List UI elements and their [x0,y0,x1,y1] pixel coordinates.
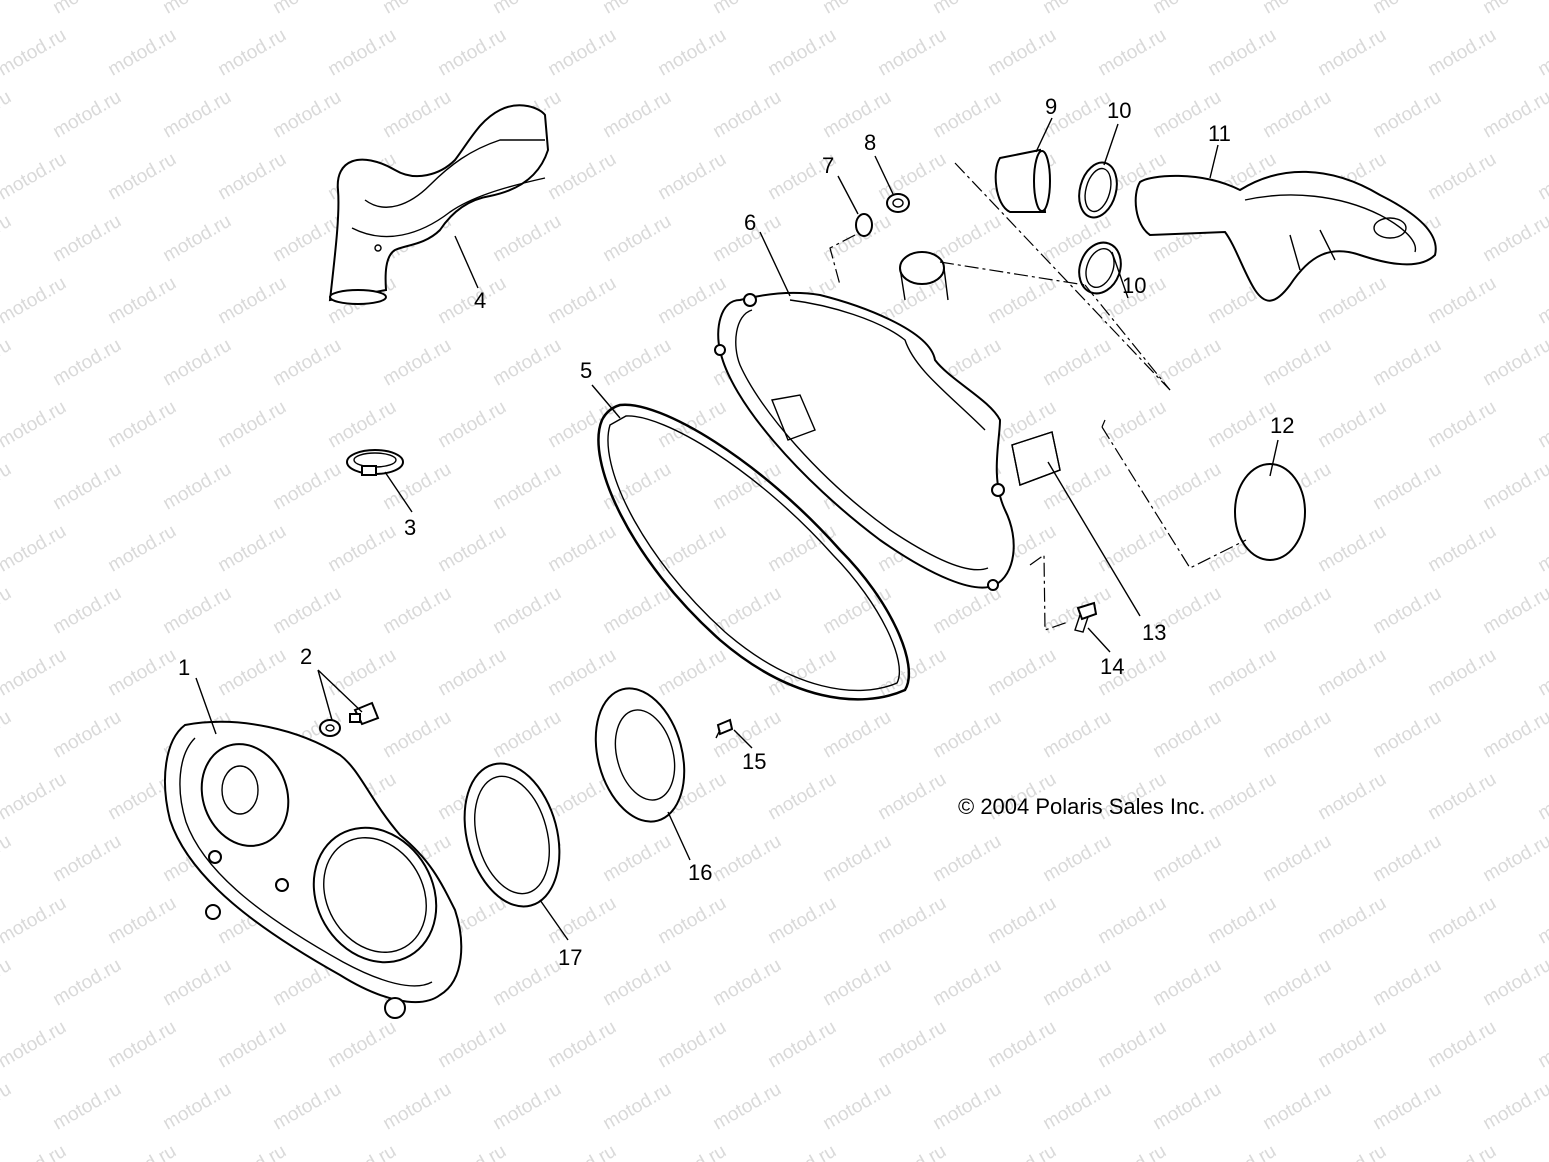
part-9-duct-adapter [994,148,1051,213]
callout-17: 17 [558,945,582,970]
part-15-screw [715,718,734,739]
callout-14: 14 [1100,654,1124,679]
callout-8: 8 [864,130,876,155]
callout-4: 4 [474,288,486,313]
part-4-intake-duct [328,104,550,305]
part-10-clamp-upper [1078,161,1118,219]
leader-lines [195,117,1279,941]
callout-16: 16 [688,860,712,885]
callout-labels: 1 2 3 4 5 6 7 8 9 10 10 11 12 13 14 15 1… [178,94,1294,970]
callout-7: 7 [822,153,834,178]
callout-10-upper: 10 [1107,98,1131,123]
callout-13: 13 [1142,620,1166,645]
part-17-seal [463,762,561,908]
part-14-bolt [1074,601,1098,633]
copyright-notice: © 2004 Polaris Sales Inc. [958,794,1205,819]
callout-5: 5 [580,358,592,383]
part-2-bolt-washer [319,701,380,737]
part-12-seal [1234,463,1306,561]
assembly-lines [829,162,1247,631]
part-5-drive-belt [597,403,910,701]
part-11-intake-boot [1134,170,1437,302]
callout-11: 11 [1208,121,1231,146]
part-10-clamp-lower [1078,241,1122,295]
callout-2: 2 [300,644,312,669]
part-8-plug [886,193,910,213]
callout-12: 12 [1270,413,1294,438]
part-1-outer-clutch-cover [164,720,463,1019]
callout-15: 15 [742,749,766,774]
callout-10-lower: 10 [1122,273,1146,298]
part-13-decal [1011,431,1061,486]
part-7-o-ring [855,213,873,237]
part-6-inner-clutch-cover [714,251,1061,591]
callout-1: 1 [178,655,190,680]
part-16-plate [594,687,686,823]
part-3-hose-clamp [346,449,404,476]
callout-9: 9 [1045,94,1057,119]
callout-3: 3 [404,515,416,540]
callout-6: 6 [744,210,756,235]
